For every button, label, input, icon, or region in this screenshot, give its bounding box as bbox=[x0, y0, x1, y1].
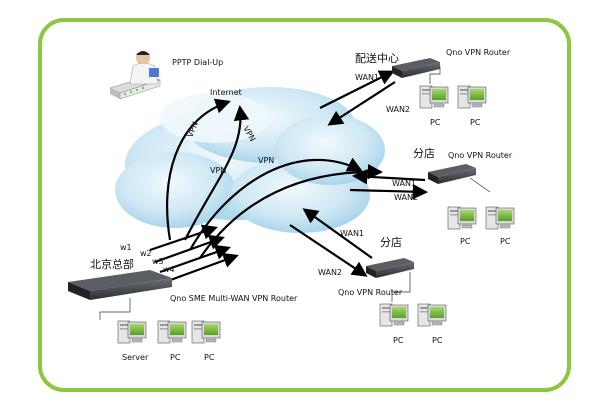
branch1-wan1-arrow bbox=[351, 169, 426, 185]
vpn-label-3: VPN bbox=[210, 166, 226, 175]
hq-vpn-arrows bbox=[149, 98, 384, 284]
hq-pc-2-label: PC bbox=[204, 353, 215, 362]
hq-router bbox=[68, 270, 172, 300]
w1-link bbox=[149, 224, 218, 252]
dc-router-label: Qno VPN Router bbox=[446, 48, 511, 57]
branch1-wan2-label: WAN2 bbox=[394, 193, 418, 202]
dist-center-title: 配送中心 bbox=[355, 51, 399, 65]
dc-wan1-arrow bbox=[319, 70, 395, 109]
dc-wan2-label: WAN2 bbox=[386, 105, 410, 114]
w3-link bbox=[159, 244, 231, 274]
dc-pc-2 bbox=[457, 85, 487, 109]
branch2-wan2-label: WAN2 bbox=[318, 268, 342, 277]
branch2-pc-2-label: PC bbox=[432, 336, 443, 345]
vpn-label-4: VPN bbox=[258, 156, 274, 165]
hq-title: 北京总部 bbox=[90, 257, 134, 271]
dc-router bbox=[392, 58, 440, 78]
branch1-pc-1 bbox=[447, 206, 477, 230]
branch2-router bbox=[366, 258, 414, 278]
dc-pc-2-label: PC bbox=[470, 118, 481, 127]
hq-router-label: Qno SME Multi-WAN VPN Router bbox=[170, 294, 298, 303]
pptp-user-figure bbox=[109, 51, 161, 100]
branch1-title: 分店 bbox=[413, 146, 435, 160]
branch2-pc-1 bbox=[379, 303, 409, 327]
branch2-wan2-arrow bbox=[289, 224, 368, 277]
branch1-pc-2-label: PC bbox=[500, 237, 511, 246]
hq-server-label: Server bbox=[122, 353, 149, 362]
branch1-pc-1-label: PC bbox=[460, 237, 471, 246]
dc-wan1-label: WAN1 bbox=[355, 73, 379, 82]
w2-link bbox=[154, 234, 225, 264]
w1-label: w1 bbox=[120, 243, 132, 252]
branch2-pc-1-label: PC bbox=[393, 336, 404, 345]
hq-to-internet-vpn-arrow bbox=[184, 104, 250, 241]
pptp-label: PPTP Dial-Up bbox=[172, 58, 223, 67]
branch2-pc-2 bbox=[417, 303, 447, 327]
hq-pc-2 bbox=[191, 320, 221, 344]
hq-to-pptp-vpn-arrow bbox=[166, 98, 231, 241]
branch2-wan1-label: WAN1 bbox=[340, 229, 364, 238]
branch2-title: 分店 bbox=[380, 235, 402, 249]
internet-cloud bbox=[115, 87, 385, 233]
w3-label: w3 bbox=[152, 257, 164, 266]
branch1-pc-2 bbox=[485, 206, 515, 230]
hq-server bbox=[117, 320, 147, 344]
branch1-router-label: Qno VPN Router bbox=[448, 151, 513, 160]
w2-label: w2 bbox=[140, 249, 152, 258]
branch2-router-label: Qno VPN Router bbox=[338, 288, 403, 297]
w4-link bbox=[164, 253, 239, 284]
wan-arrows bbox=[289, 70, 429, 277]
branch1-router bbox=[428, 164, 476, 184]
dc-pc-1 bbox=[419, 85, 449, 109]
internet-label: Internet bbox=[210, 88, 242, 97]
w4-label: w4 bbox=[163, 265, 175, 274]
hq-pc-1 bbox=[157, 320, 187, 344]
branch1-wan1-label: WAN1 bbox=[392, 179, 416, 188]
hq-pc-1-label: PC bbox=[170, 353, 181, 362]
dc-wan2-arrow bbox=[327, 81, 396, 126]
dc-pc-1-label: PC bbox=[430, 118, 441, 127]
branch1-wan2-arrow bbox=[349, 183, 429, 200]
branch2-wan1-arrow bbox=[302, 208, 373, 259]
